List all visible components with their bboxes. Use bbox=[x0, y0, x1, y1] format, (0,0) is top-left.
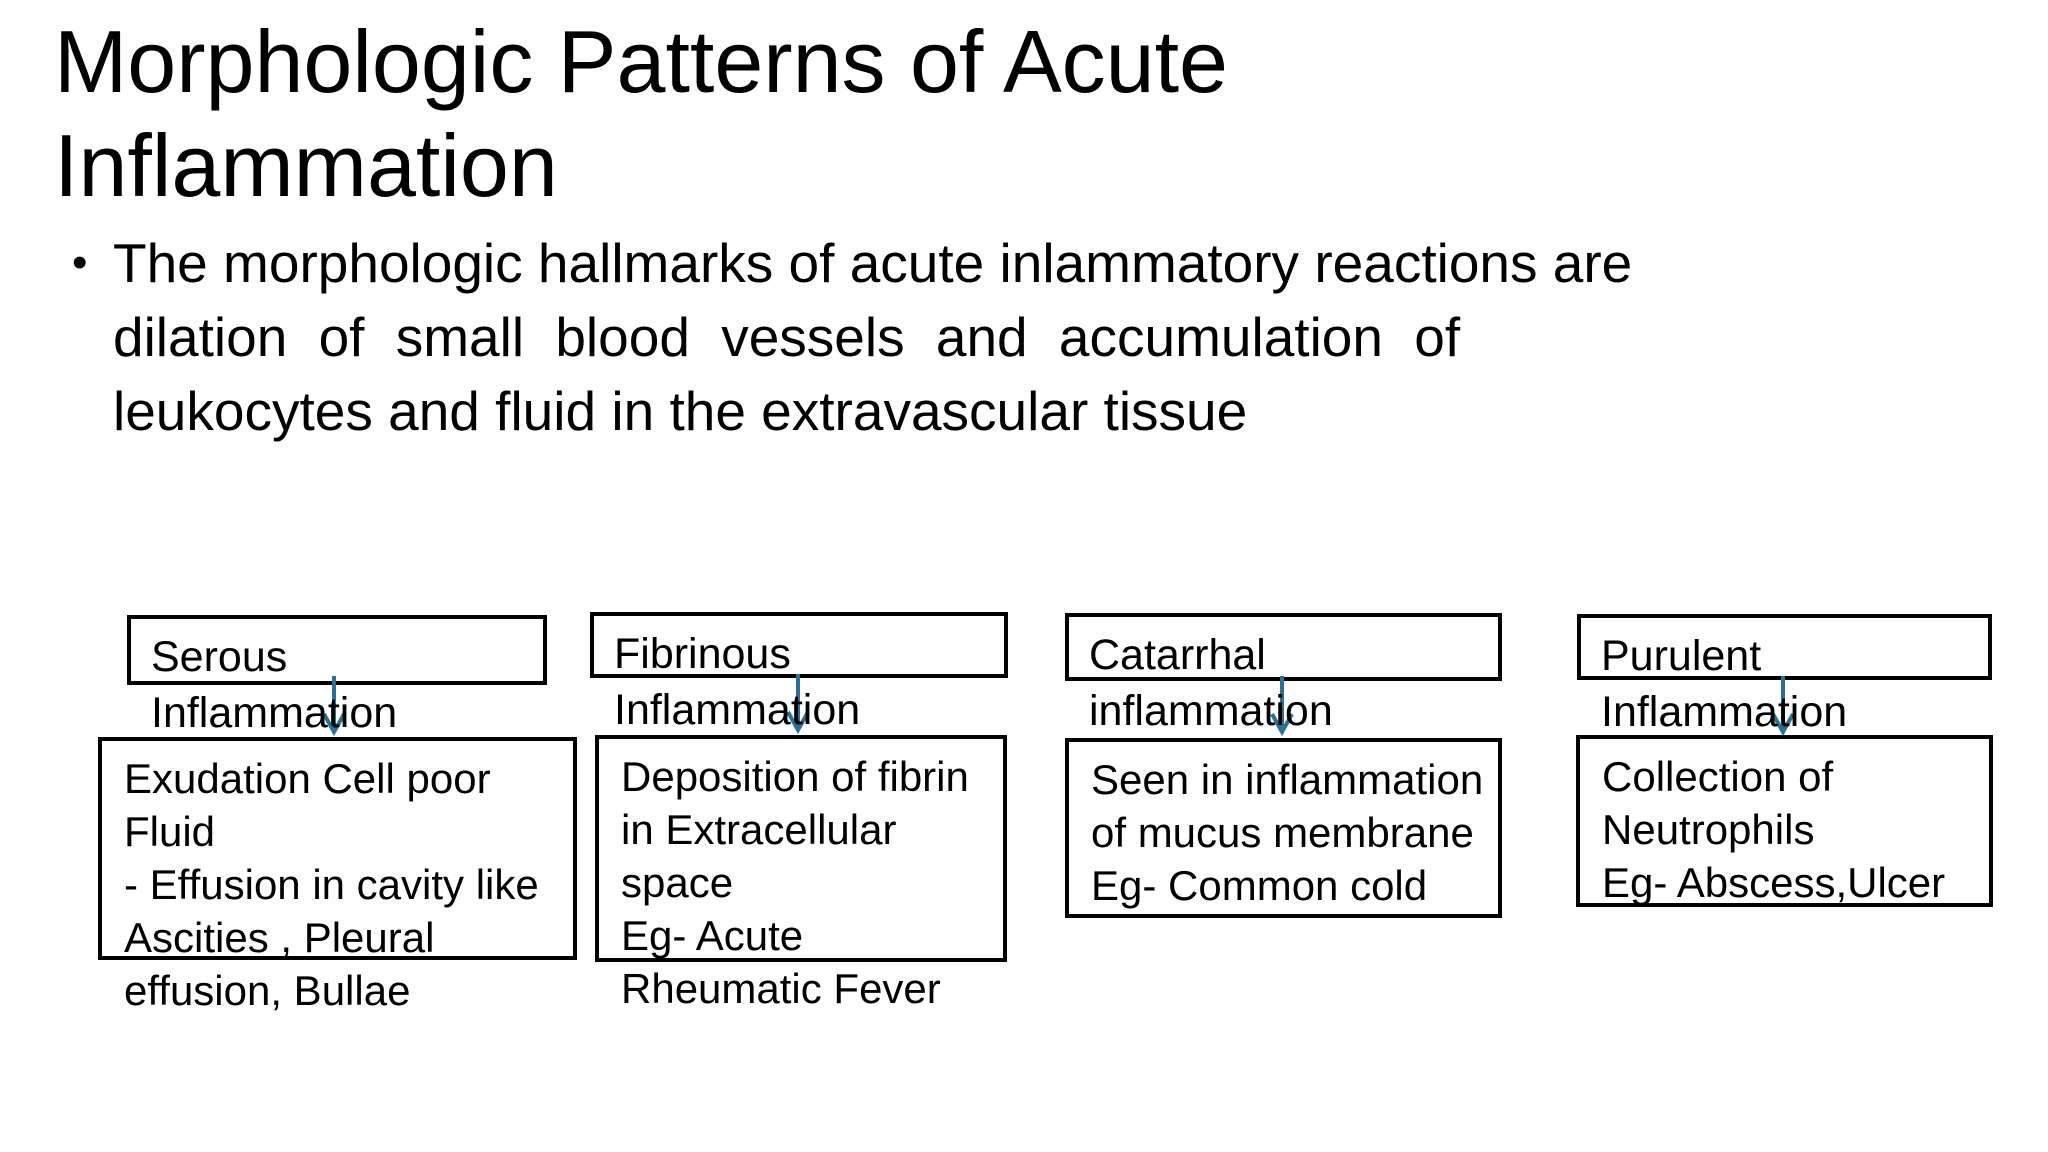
down-arrow-icon bbox=[786, 674, 810, 735]
serous-body-text: Exudation Cell poor Fluid - Effusion in … bbox=[124, 755, 539, 1014]
catarrhal-body-box: Seen in inflammation of mucus membrane E… bbox=[1065, 738, 1502, 918]
fibrinous-header-label: Fibrinous Inflammation bbox=[614, 630, 861, 734]
serous-body-box: Exudation Cell poor Fluid - Effusion in … bbox=[98, 737, 577, 1014]
purulent-body-box: Collection of Neutrophils Eg- Abscess,Ul… bbox=[1576, 735, 1993, 907]
catarrhal-body-text: Seen in inflammation of mucus membrane E… bbox=[1091, 756, 1484, 909]
fibrinous-header-box: Fibrinous Inflammation bbox=[590, 612, 1008, 734]
fibrinous-body-text: Deposition of fibrin in Extracellular sp… bbox=[621, 753, 969, 1012]
bullet-line-3: leukocytes and fluid in the extravascula… bbox=[113, 380, 1248, 442]
catarrhal-header-box: Catarrhal inflammation bbox=[1065, 613, 1502, 735]
purulent-header-box: Purulent Inflammation bbox=[1577, 614, 1992, 736]
slide-title: Morphologic Patterns of Acute Inflammati… bbox=[54, 10, 1228, 218]
catarrhal-header-label: Catarrhal inflammation bbox=[1089, 631, 1333, 735]
down-arrow-icon bbox=[322, 676, 346, 737]
bullet-line-2: dilation of small blood vessels and accu… bbox=[113, 306, 1461, 368]
fibrinous-body-box: Deposition of fibrin in Extracellular sp… bbox=[595, 735, 1007, 1012]
serous-header-label: Serous Inflammation bbox=[151, 633, 398, 737]
serous-header-box: Serous Inflammation bbox=[127, 615, 547, 737]
bullet-marker: • bbox=[72, 238, 88, 287]
purulent-header-label: Purulent Inflammation bbox=[1601, 632, 1848, 736]
down-arrow-icon bbox=[1270, 676, 1294, 737]
slide-title-line-2: Inflammation bbox=[54, 116, 558, 215]
down-arrow-icon bbox=[1771, 676, 1795, 737]
purulent-body-text: Collection of Neutrophils Eg- Abscess,Ul… bbox=[1602, 753, 1946, 906]
bullet-line-1: The morphologic hallmarks of acute inlam… bbox=[113, 232, 1633, 294]
slide-title-line-1: Morphologic Patterns of Acute bbox=[54, 12, 1228, 111]
bullet-paragraph-lines: The morphologic hallmarks of acute inlam… bbox=[113, 226, 1632, 448]
bullet-paragraph: • The morphologic hallmarks of acute inl… bbox=[72, 226, 1632, 448]
